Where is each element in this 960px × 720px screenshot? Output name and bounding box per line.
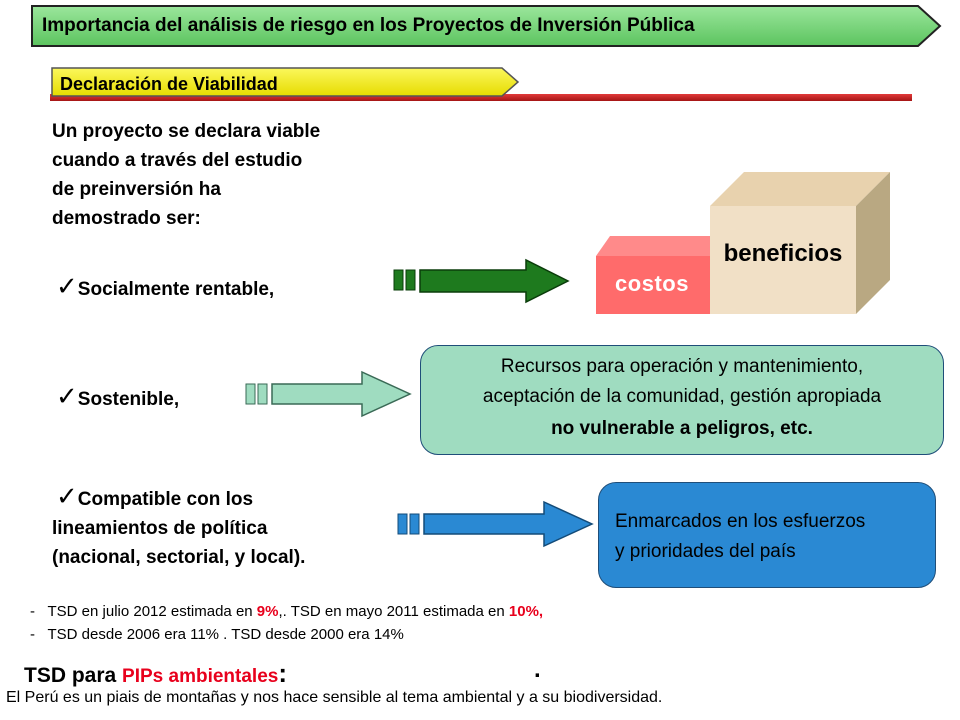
bullet-dash: - xyxy=(30,603,48,620)
criterion-label: (nacional, sectorial, y local). xyxy=(52,547,306,568)
footer-text: El Perú es un piais de montañas y nos ha… xyxy=(6,689,663,706)
checkmark-icon: ✓ xyxy=(56,271,78,301)
intro-line: Un proyecto se declara viable xyxy=(52,121,321,142)
checkmark-icon: ✓ xyxy=(56,381,78,411)
tsd-heading: TSD para PIPs ambientales: xyxy=(24,658,287,689)
section-banner xyxy=(51,67,520,97)
criterion-label: Sostenible, xyxy=(77,389,180,410)
blue-arrow-icon xyxy=(397,500,594,548)
note-text: ,. TSD en mayo 2011 estimada en xyxy=(278,603,509,620)
criterion-label: lineamientos de política xyxy=(52,518,268,539)
box-line: Enmarcados en los esfuerzos xyxy=(615,511,866,532)
box-line: aceptación de la comunidad, gestión apro… xyxy=(482,386,882,407)
section-underline xyxy=(50,94,912,101)
note-highlight: 10%, xyxy=(508,603,544,620)
intro-line: demostrado ser: xyxy=(52,208,201,229)
criterion-compatible: ✓Compatible con los lineamientos de polí… xyxy=(52,481,305,572)
note-highlight: 9% xyxy=(256,603,279,620)
checkmark-icon: ✓ xyxy=(56,481,78,511)
box-line: no vulnerable a peligros, etc. xyxy=(551,418,813,439)
sustainability-box: Recursos para operación y mantenimiento,… xyxy=(420,345,944,455)
note-row: - TSD desde 2006 era 11% . TSD desde 200… xyxy=(30,623,543,646)
tsd-dot: . xyxy=(534,656,541,683)
intro-line: de preinversión ha xyxy=(52,179,221,200)
section-title: Declaración de Viabilidad xyxy=(60,74,278,94)
box-line: Recursos para operación y mantenimiento, xyxy=(500,356,864,377)
dark-green-arrow-icon xyxy=(393,258,570,304)
title-banner xyxy=(31,5,942,47)
criterion-label: Socialmente rentable, xyxy=(77,279,275,300)
light-green-arrow-icon xyxy=(245,370,412,418)
beneficios-block: beneficios xyxy=(723,240,843,267)
box-line: y prioridades del país xyxy=(615,541,796,562)
tsd-colon: : xyxy=(278,658,287,688)
note-text: TSD desde 2006 era 11% . TSD desde 2000 … xyxy=(47,626,404,643)
criterion-socially-profitable: ✓Socialmente rentable, xyxy=(56,272,274,304)
criterion-label: Compatible con los xyxy=(77,489,254,510)
bullet-dash: - xyxy=(30,626,48,643)
note-row: - TSD en julio 2012 estimada en 9%,. TSD… xyxy=(30,600,543,623)
cost-benefit-blocks xyxy=(596,172,890,314)
compatibility-box: Enmarcados en los esfuerzos y prioridade… xyxy=(598,482,936,588)
tsd-notes: - TSD en julio 2012 estimada en 9%,. TSD… xyxy=(30,600,543,646)
tsd-pip-label: PIPs ambientales xyxy=(122,666,279,687)
intro-text: Un proyecto se declara viable cuando a t… xyxy=(52,117,402,233)
page-title: Importancia del análisis de riesgo en lo… xyxy=(42,15,695,36)
costos-block: costos xyxy=(615,271,689,296)
intro-line: cuando a través del estudio xyxy=(52,150,303,171)
note-text: TSD en julio 2012 estimada en xyxy=(47,603,257,620)
criterion-sustainable: ✓Sostenible, xyxy=(56,382,179,414)
tsd-label: TSD para xyxy=(24,664,123,687)
